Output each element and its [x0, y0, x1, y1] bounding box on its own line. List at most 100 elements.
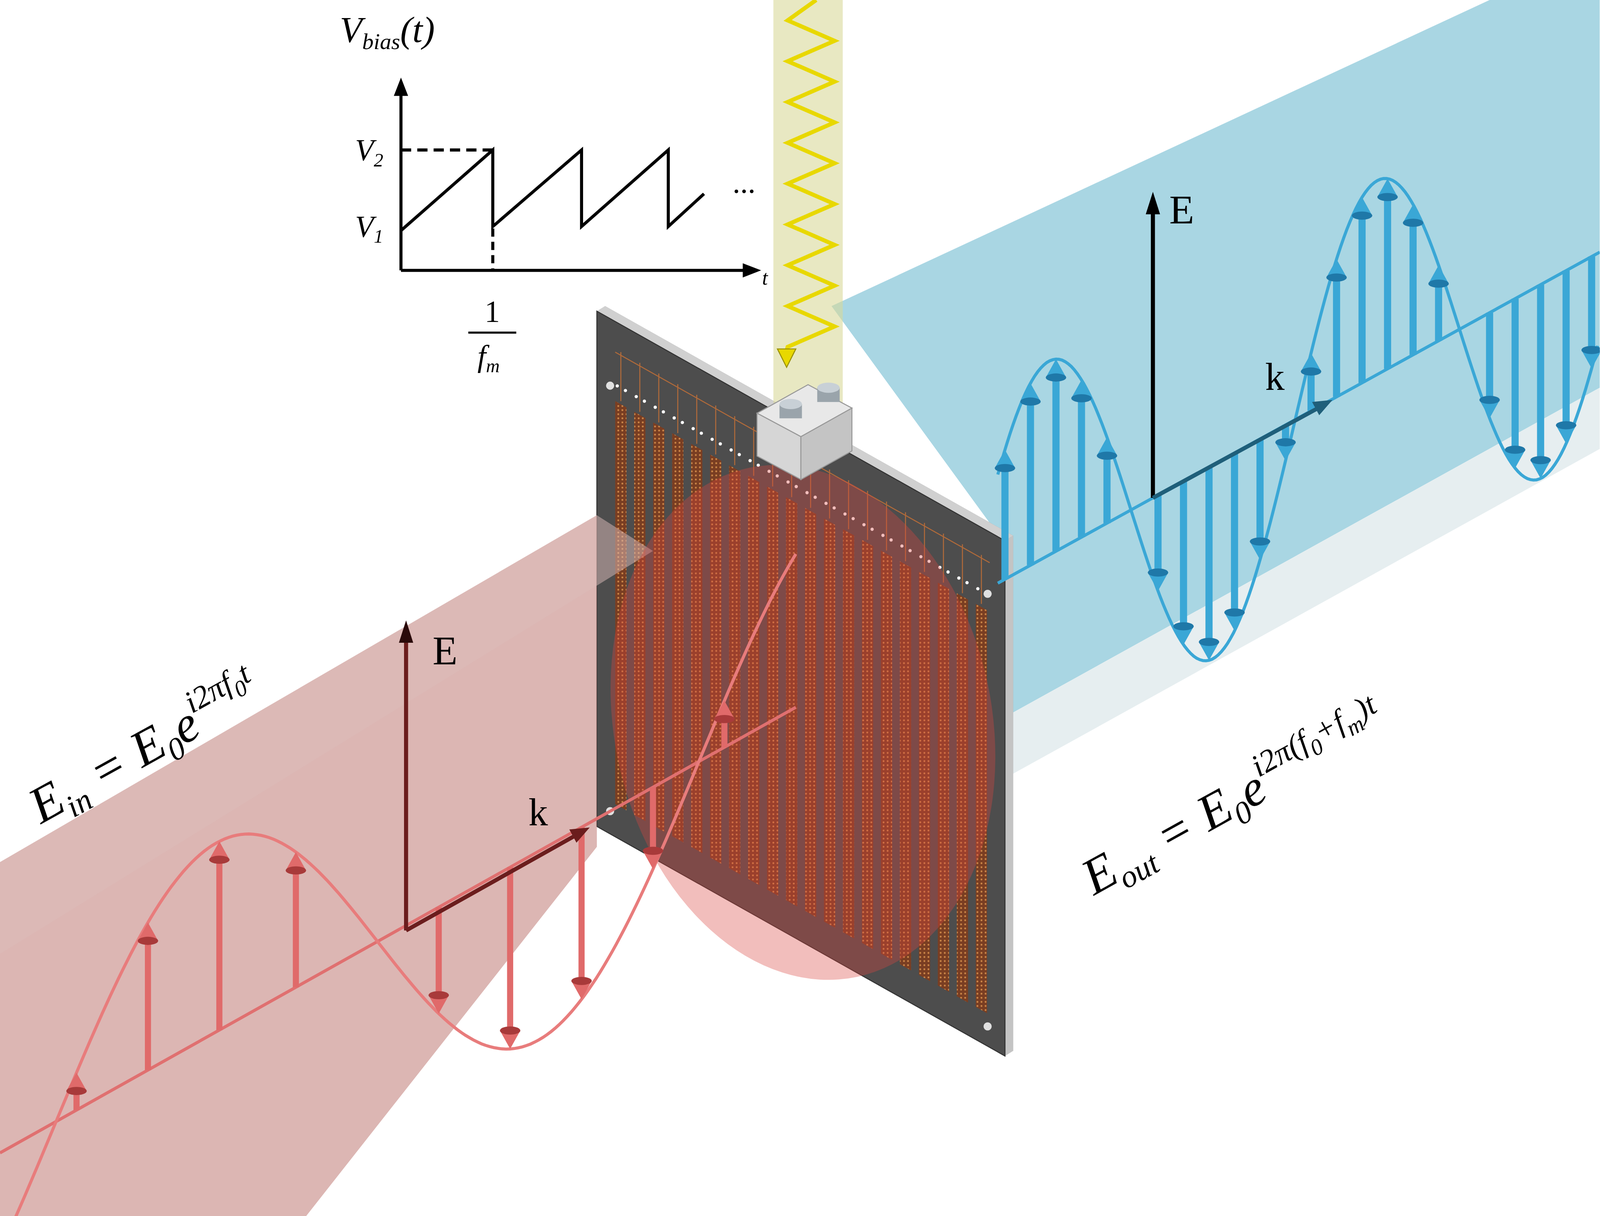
via [976, 586, 980, 591]
field-vector [1230, 453, 1238, 613]
beam-spot [564, 428, 1042, 1017]
graph-axis [400, 268, 745, 273]
arrowhead [714, 714, 735, 724]
connector-pin [817, 382, 840, 393]
mount-hole [983, 589, 992, 598]
arrowhead [1428, 279, 1449, 288]
field-vector [1358, 215, 1366, 383]
arrowhead [1402, 218, 1424, 227]
field-vector [578, 827, 585, 981]
arrowhead [393, 77, 408, 96]
field-vector [1001, 468, 1009, 580]
math-part: V [354, 209, 374, 244]
guide-line [400, 148, 493, 152]
field-vector [216, 859, 223, 1031]
field-vector [1384, 197, 1392, 370]
math-label: t [762, 263, 768, 292]
math-label: V2 [354, 128, 384, 173]
math-label: V1 [354, 204, 384, 250]
beam-shadow [1010, 387, 1600, 776]
field-vector [1179, 480, 1187, 627]
input-wave [0, 554, 796, 1216]
k-axis [405, 836, 574, 931]
arrowhead [1300, 367, 1322, 376]
field-vector [1537, 284, 1545, 461]
field-vector [1026, 401, 1034, 566]
arrowhead [1198, 638, 1220, 647]
math-part: m [486, 354, 500, 377]
math-label: 1 [484, 289, 500, 333]
connector [757, 413, 801, 480]
field-vector [1103, 455, 1111, 524]
output-wave [994, 178, 1600, 661]
via [946, 570, 950, 574]
wave-curve [0, 554, 796, 1216]
math-part: bias [362, 28, 401, 54]
feed-line [980, 554, 982, 604]
mount-hole [983, 1022, 992, 1031]
feed-line [677, 384, 679, 434]
math-label: E [432, 622, 458, 680]
math-part: f [477, 338, 487, 373]
arrowhead [1045, 373, 1067, 382]
arrowhead [1556, 421, 1577, 430]
field-vector [1154, 495, 1162, 573]
via [680, 420, 684, 425]
arrowhead [994, 464, 1016, 473]
math-part: V [354, 132, 374, 167]
field-vector [1052, 377, 1060, 551]
arrowhead [66, 1086, 87, 1096]
field-vector [506, 867, 514, 1031]
arrowhead [1530, 455, 1551, 465]
feed-line [734, 416, 736, 466]
math-part: V [339, 9, 363, 50]
bias-feed-beam [773, 0, 843, 403]
field-vector [721, 718, 728, 748]
via [748, 458, 752, 463]
sawtooth [400, 149, 704, 231]
input-beam-top [0, 515, 653, 954]
via [672, 416, 676, 420]
field-vector [1486, 312, 1494, 400]
field-vector [144, 940, 152, 1070]
arrowhead [1071, 394, 1092, 403]
math-label: Eout = E0ei2π(f0+fm)t [1066, 682, 1401, 915]
field-vector [292, 870, 300, 988]
feed-line [696, 394, 698, 445]
arrowhead [1581, 345, 1600, 355]
field-vector [1588, 256, 1596, 351]
arrowhead [1312, 400, 1333, 416]
feed-line [620, 352, 622, 402]
feed-line [961, 544, 964, 594]
e-axis [404, 640, 408, 931]
guide-line [491, 228, 495, 271]
field-vector [1409, 222, 1417, 355]
arrowhead [1275, 438, 1296, 447]
wave-axis [0, 707, 796, 1153]
arrowhead [1504, 445, 1526, 454]
via [623, 388, 628, 392]
via [661, 410, 665, 414]
via [653, 405, 657, 409]
via [957, 576, 961, 580]
math-label: k [1265, 349, 1285, 405]
k-axis [1152, 409, 1317, 498]
field-vector [1205, 466, 1213, 642]
arrowhead [209, 855, 230, 864]
math-label: Vbias(t) [339, 3, 435, 57]
wave-axis [997, 252, 1600, 584]
connector [800, 407, 853, 480]
field-vector [1307, 371, 1315, 411]
via [691, 426, 695, 430]
arrowhead [1173, 622, 1194, 631]
via [642, 399, 646, 403]
via [615, 384, 619, 388]
via [718, 442, 722, 446]
via [965, 581, 969, 585]
feed-line [639, 362, 641, 412]
math-label: E [1169, 181, 1195, 240]
arrowhead [1377, 192, 1398, 202]
field-vector [1333, 277, 1341, 397]
